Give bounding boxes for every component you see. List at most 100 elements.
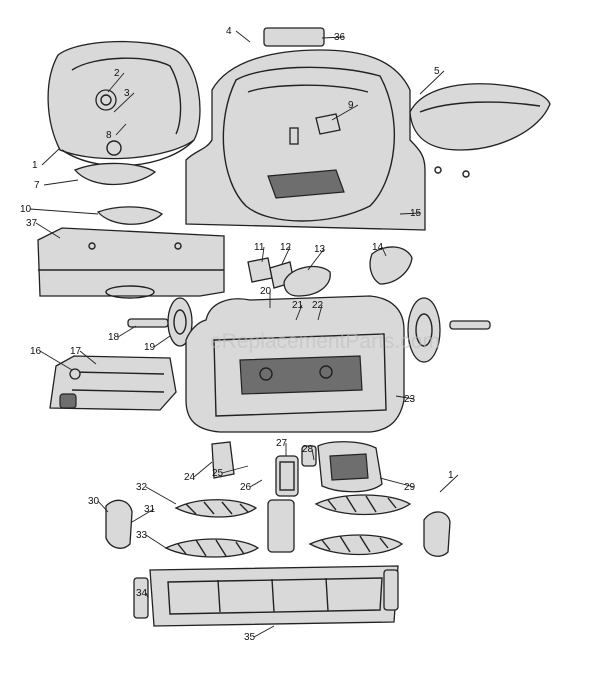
leader-line-32 [145, 486, 177, 505]
bumper-18 [49, 355, 177, 411]
watermark-text: eReplacementParts.com [210, 330, 440, 353]
callout-29: 29 [404, 482, 416, 493]
leader-line-33 [145, 534, 167, 549]
brush-roll-33-left [174, 499, 258, 518]
callout-22: 22 [312, 300, 324, 311]
lens-7 [73, 162, 157, 186]
leader-line-1 [439, 474, 459, 493]
leader-line-36 [321, 36, 345, 39]
leader-line-11 [261, 246, 265, 263]
callout-20: 20 [260, 286, 272, 297]
callout-31: 31 [144, 504, 156, 515]
knob-2 [95, 89, 117, 111]
handle-cradle-5 [409, 83, 551, 178]
callout-23: 23 [404, 394, 416, 405]
callout-24: 24 [184, 472, 196, 483]
brush-roll-34-right [314, 494, 412, 516]
leader-line-35 [253, 625, 275, 638]
lever-25 [211, 441, 235, 479]
callout-18: 18 [108, 332, 120, 343]
center-bracket-28 [267, 499, 295, 553]
callout-30: 30 [88, 496, 100, 507]
callout-4: 4 [226, 26, 232, 37]
leader-line-3 [113, 92, 135, 113]
main-housing-16 [185, 27, 426, 231]
leader-line-7 [43, 179, 79, 186]
filter-11 [96, 206, 164, 225]
callout-13: 13 [314, 244, 326, 255]
leader-line-12 [281, 246, 291, 265]
screw-9 [289, 127, 299, 145]
callout-1: 1 [32, 160, 38, 171]
leader-line-9 [331, 104, 359, 121]
callout-5: 5 [434, 66, 440, 77]
leader-line-15 [399, 212, 421, 215]
axle-19-left [127, 318, 169, 328]
leader-line-17 [79, 350, 97, 365]
leader-line-16 [39, 350, 73, 371]
callout-25: 25 [212, 468, 224, 479]
latch-35-right [383, 569, 399, 611]
callout-12: 12 [280, 242, 292, 253]
gear-28 [275, 455, 299, 497]
callout-34: 34 [136, 588, 148, 599]
leader-line-10 [29, 208, 99, 215]
callout-28: 28 [302, 444, 314, 455]
callout-1: 1 [448, 470, 454, 481]
callout-9: 9 [348, 100, 354, 111]
callout-3: 3 [124, 88, 130, 99]
callout-36: 36 [334, 32, 346, 43]
callout-8: 8 [106, 130, 112, 141]
leader-line-25 [221, 465, 249, 474]
callout-33: 33 [136, 530, 148, 541]
leader-line-5 [419, 70, 445, 95]
callout-37: 37 [26, 218, 38, 229]
switch-14 [283, 265, 331, 297]
leader-line-14 [381, 246, 387, 257]
leader-line-34 [145, 592, 149, 599]
callout-16: 16 [30, 346, 42, 357]
leader-line-19 [153, 335, 171, 348]
callout-17: 17 [70, 346, 82, 357]
callout-21: 21 [292, 300, 304, 311]
leader-line-29 [379, 477, 415, 488]
end-cap-31-right [423, 511, 451, 557]
callout-32: 32 [136, 482, 148, 493]
leader-line-31 [131, 508, 155, 523]
leader-line-2 [107, 72, 125, 93]
callout-14: 14 [372, 242, 384, 253]
motor-30 [317, 441, 383, 493]
callout-11: 11 [254, 242, 265, 253]
bracket-12 [247, 257, 273, 283]
leader-line-1 [41, 147, 61, 166]
leader-lines [29, 30, 459, 638]
cover-15 [369, 246, 413, 285]
leader-line-18 [117, 325, 137, 338]
leader-line-26 [249, 479, 263, 488]
axle-19-right [449, 320, 491, 330]
base-plate-38 [37, 227, 225, 299]
callout-19: 19 [144, 342, 156, 353]
callout-35: 35 [244, 632, 256, 643]
motor-housing-24 [185, 295, 405, 433]
leader-line-30 [97, 500, 109, 513]
end-cap-31-left [105, 499, 133, 549]
leader-line-24 [193, 461, 213, 478]
sole-plate-36 [149, 565, 399, 627]
leader-line-8 [115, 123, 127, 136]
leader-line-4 [235, 30, 251, 43]
spring-17 [69, 368, 81, 380]
callout-26: 26 [240, 482, 252, 493]
wheel-20-left [167, 297, 193, 347]
brush-roll-34-left [164, 538, 260, 558]
callout-10: 10 [20, 204, 32, 215]
brush-roll-33-right [308, 534, 404, 556]
callout-7: 7 [34, 180, 40, 191]
leader-line-23 [395, 395, 415, 400]
leader-line-13 [307, 248, 325, 271]
callout-27: 27 [276, 438, 288, 449]
leader-line-21 [295, 304, 303, 321]
top-cover [47, 40, 201, 167]
